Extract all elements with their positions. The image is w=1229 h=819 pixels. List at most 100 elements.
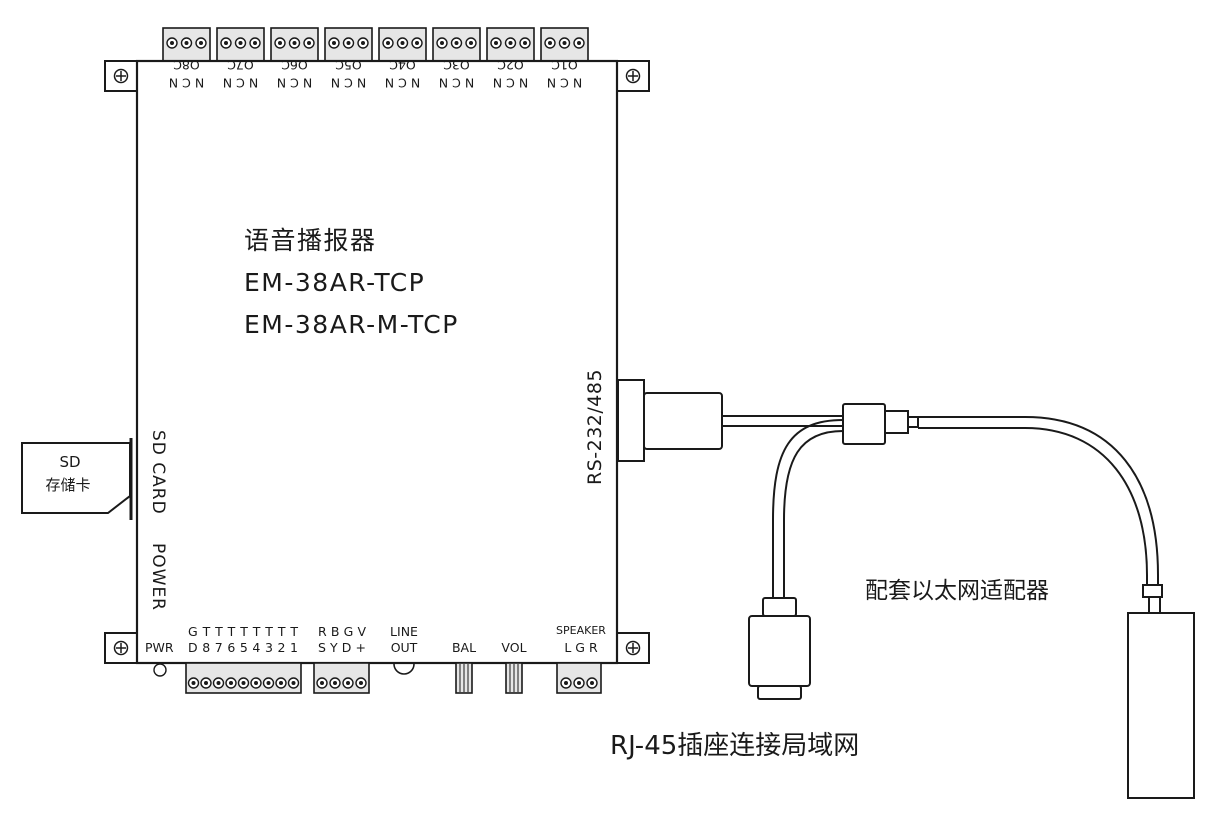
vol-label: VOL <box>501 640 526 655</box>
terminal-screw <box>212 677 225 689</box>
terminal-screw <box>382 37 394 49</box>
output-nc-label: N C N <box>385 75 420 90</box>
terminal-screw <box>180 37 193 49</box>
device-model-2: EM-38AR-M-TCP <box>244 310 459 339</box>
rj45-caption: RJ-45插座连接局域网 <box>610 731 859 761</box>
terminal-screw <box>200 677 212 689</box>
rs232-485-label: RS-232/485 <box>584 369 606 485</box>
mount-tab-top-right <box>616 60 650 92</box>
rj45-cable-outer <box>772 419 844 598</box>
mount-tab-top-left <box>104 60 138 92</box>
terminal-screw <box>225 677 237 689</box>
rbgv-label-bottom: S Y D + <box>318 640 366 655</box>
top-terminal-block <box>162 27 211 62</box>
rj45-cable-inner <box>783 430 844 598</box>
t-terminal-label-top: G T T T T T T T T <box>188 624 298 639</box>
terminal-screw <box>519 37 531 49</box>
terminal-screw <box>342 37 355 49</box>
pwr-led <box>153 663 167 677</box>
output-label-o2c: O2C <box>497 57 524 72</box>
terminal-screw <box>357 37 369 49</box>
output-label-o4c: O4C <box>389 57 416 72</box>
output-nc-label: N C N <box>493 75 528 90</box>
terminal-screw <box>234 37 247 49</box>
output-label-o5c: O5C <box>335 57 362 72</box>
output-label-o7c: O7C <box>227 57 254 72</box>
top-output-labels: O8C N C N O7C N C N O6C N C N O5C N C N O4C N C N… <box>169 57 582 90</box>
bal-label: BAL <box>452 640 476 655</box>
output-nc-label: N C N <box>223 75 258 90</box>
output-label-o8c: O8C <box>173 57 200 72</box>
terminal-screw <box>237 677 250 689</box>
output-label-o6c: O6C <box>281 57 308 72</box>
terminal-screw <box>573 677 585 689</box>
output-label-o1c: O1C <box>551 57 578 72</box>
t-terminal-label-bottom: D 8 7 6 5 4 3 2 1 <box>188 640 298 655</box>
line-out-label-top: LINE <box>390 624 418 639</box>
terminal-screw <box>560 677 572 689</box>
serial-plug <box>643 392 723 450</box>
terminal-screw <box>316 677 328 689</box>
terminal-screw <box>342 677 354 689</box>
cable-junction <box>842 403 886 445</box>
sd-card-icon <box>21 442 131 514</box>
adapter-caption: 配套以太网适配器 <box>865 578 1049 604</box>
terminal-screw <box>187 677 200 689</box>
adapter-plug-tip <box>884 410 919 434</box>
bal-knob <box>455 662 473 694</box>
top-terminal-block <box>324 27 373 62</box>
top-terminal-block <box>378 27 427 62</box>
adapter-cable-inner <box>918 427 1148 585</box>
speaker-lgr-label: L G R <box>564 640 598 655</box>
terminal-screw <box>504 37 517 49</box>
vol-knob <box>505 662 523 694</box>
sd-card-label: SD CARD <box>148 430 168 515</box>
terminal-screw <box>195 37 207 49</box>
device-name: 语音播报器 <box>244 226 377 255</box>
output-nc-label: N C N <box>439 75 474 90</box>
mount-tab-bottom-left <box>104 632 138 664</box>
rbgv-terminal-block <box>313 662 370 694</box>
output-label-o3c: O3C <box>443 57 470 72</box>
terminal-screw <box>465 37 477 49</box>
output-nc-label: N C N <box>277 75 312 90</box>
line-out-jack <box>393 663 415 675</box>
t-terminal-block <box>185 662 302 694</box>
terminal-screw <box>328 37 340 49</box>
terminal-screw <box>436 37 448 49</box>
terminal-screw <box>303 37 315 49</box>
line-out-label-bottom: OUT <box>391 640 418 655</box>
terminal-screw <box>450 37 463 49</box>
top-terminal-blocks <box>162 27 589 62</box>
top-terminal-block <box>486 27 535 62</box>
top-terminal-block <box>540 27 589 62</box>
terminal-screw <box>166 37 178 49</box>
speaker-label: SPEAKER <box>556 624 606 637</box>
sd-card-tag-cn: 存储卡 <box>45 476 90 494</box>
main-board <box>135 59 619 665</box>
terminal-screw <box>287 677 300 689</box>
terminal-screw <box>250 677 262 689</box>
mount-tab-bottom-right <box>616 632 650 664</box>
terminal-screw <box>396 37 409 49</box>
terminal-screw <box>490 37 502 49</box>
terminal-screw <box>288 37 301 49</box>
output-nc-label: N C N <box>169 75 204 90</box>
terminal-screw <box>586 677 598 689</box>
output-nc-label: N C N <box>547 75 582 90</box>
terminal-screw <box>558 37 571 49</box>
rs232-port <box>617 379 645 462</box>
top-terminal-block <box>270 27 319 62</box>
terminal-screw <box>262 677 275 689</box>
ethernet-adapter-box <box>1127 612 1195 799</box>
serial-cable <box>722 415 843 427</box>
power-label: POWER <box>148 543 168 611</box>
rj45-connector <box>748 597 811 700</box>
terminal-screw <box>249 37 261 49</box>
terminal-screw <box>220 37 232 49</box>
terminal-screw <box>411 37 423 49</box>
terminal-screw <box>544 37 556 49</box>
terminal-screw <box>573 37 585 49</box>
speaker-terminal-block <box>556 662 602 694</box>
